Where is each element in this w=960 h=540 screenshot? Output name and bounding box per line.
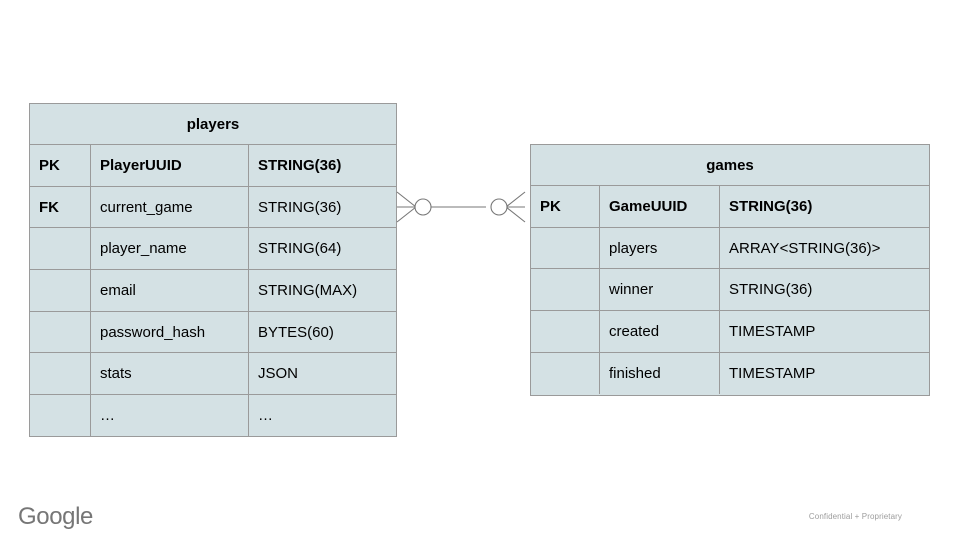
row-key-badge: PK [30, 145, 91, 186]
row-key-badge [30, 228, 91, 270]
table-row[interactable]: PK GameUUID STRING(36) [531, 186, 929, 228]
row-key-badge [531, 311, 600, 352]
row-key-badge [30, 311, 91, 353]
row-field-type: ARRAY<STRING(36)> [729, 239, 881, 257]
row-key-badge [531, 269, 600, 311]
row-field-type: STRING(36) [258, 156, 342, 174]
row-key-badge [30, 395, 91, 437]
row-field-name: player_name [91, 228, 249, 270]
row-key-badge [30, 270, 91, 311]
entity-players-title: players [30, 104, 396, 145]
row-key-badge [30, 353, 91, 395]
table-row[interactable]: finished TIMESTAMP [531, 352, 929, 395]
table-row[interactable]: stats JSON [30, 353, 396, 396]
table-row[interactable]: FK current_game STRING(36) [30, 186, 396, 229]
table-row[interactable]: PK PlayerUUID STRING(36) [30, 145, 396, 187]
cardinality-zero-circle-right [490, 198, 508, 216]
row-field-type: STRING(36) [258, 198, 342, 216]
relationship-connector-players-games[interactable] [390, 178, 540, 236]
table-row[interactable]: password_hash BYTES(60) [30, 311, 396, 354]
crowsfoot-left-lower [396, 206, 417, 223]
confidential-notice: Confidential + Proprietary [808, 512, 902, 521]
row-field-type: JSON [258, 365, 299, 383]
row-field-name: created [600, 311, 720, 352]
row-field-name: stats [91, 353, 249, 395]
row-field-name: current_game [91, 186, 249, 228]
crowsfoot-left-upper [396, 191, 417, 208]
cardinality-zero-circle-left [414, 198, 432, 216]
entity-games[interactable]: games PK GameUUID STRING(36) players ARR… [530, 144, 930, 396]
table-row[interactable]: email STRING(MAX) [30, 270, 396, 312]
table-row[interactable]: created TIMESTAMP [531, 311, 929, 353]
row-key-badge [531, 227, 600, 269]
row-field-name: GameUUID [600, 186, 720, 227]
google-logo: Google [18, 503, 93, 530]
row-field-name: password_hash [91, 311, 249, 353]
crowsfoot-right-upper [505, 191, 526, 208]
row-field-type: TIMESTAMP [729, 365, 816, 383]
row-field-type: TIMESTAMP [729, 322, 816, 340]
row-field-type: BYTES(60) [258, 323, 334, 341]
crowsfoot-right-lower [505, 206, 526, 223]
row-field-name: email [91, 270, 249, 311]
row-field-type: STRING(64) [258, 240, 342, 258]
table-row[interactable]: … … [30, 395, 396, 437]
row-field-name: winner [600, 269, 720, 311]
row-field-name: players [600, 227, 720, 269]
row-key-badge: FK [30, 186, 91, 228]
entity-games-title: games [531, 145, 929, 186]
table-row[interactable]: player_name STRING(64) [30, 228, 396, 271]
entity-players[interactable]: players PK PlayerUUID STRING(36) FK curr… [29, 103, 397, 437]
row-field-name: finished [600, 352, 720, 395]
row-key-badge: PK [531, 186, 600, 227]
row-field-type: STRING(36) [729, 197, 813, 215]
table-row[interactable]: winner STRING(36) [531, 269, 929, 312]
row-field-type: STRING(MAX) [258, 281, 358, 299]
row-field-name: … [91, 395, 249, 437]
row-field-name: PlayerUUID [91, 145, 249, 186]
row-field-type: STRING(36) [729, 281, 813, 299]
row-key-badge [531, 352, 600, 395]
table-row[interactable]: players ARRAY<STRING(36)> [531, 227, 929, 270]
row-field-type: … [258, 407, 273, 425]
